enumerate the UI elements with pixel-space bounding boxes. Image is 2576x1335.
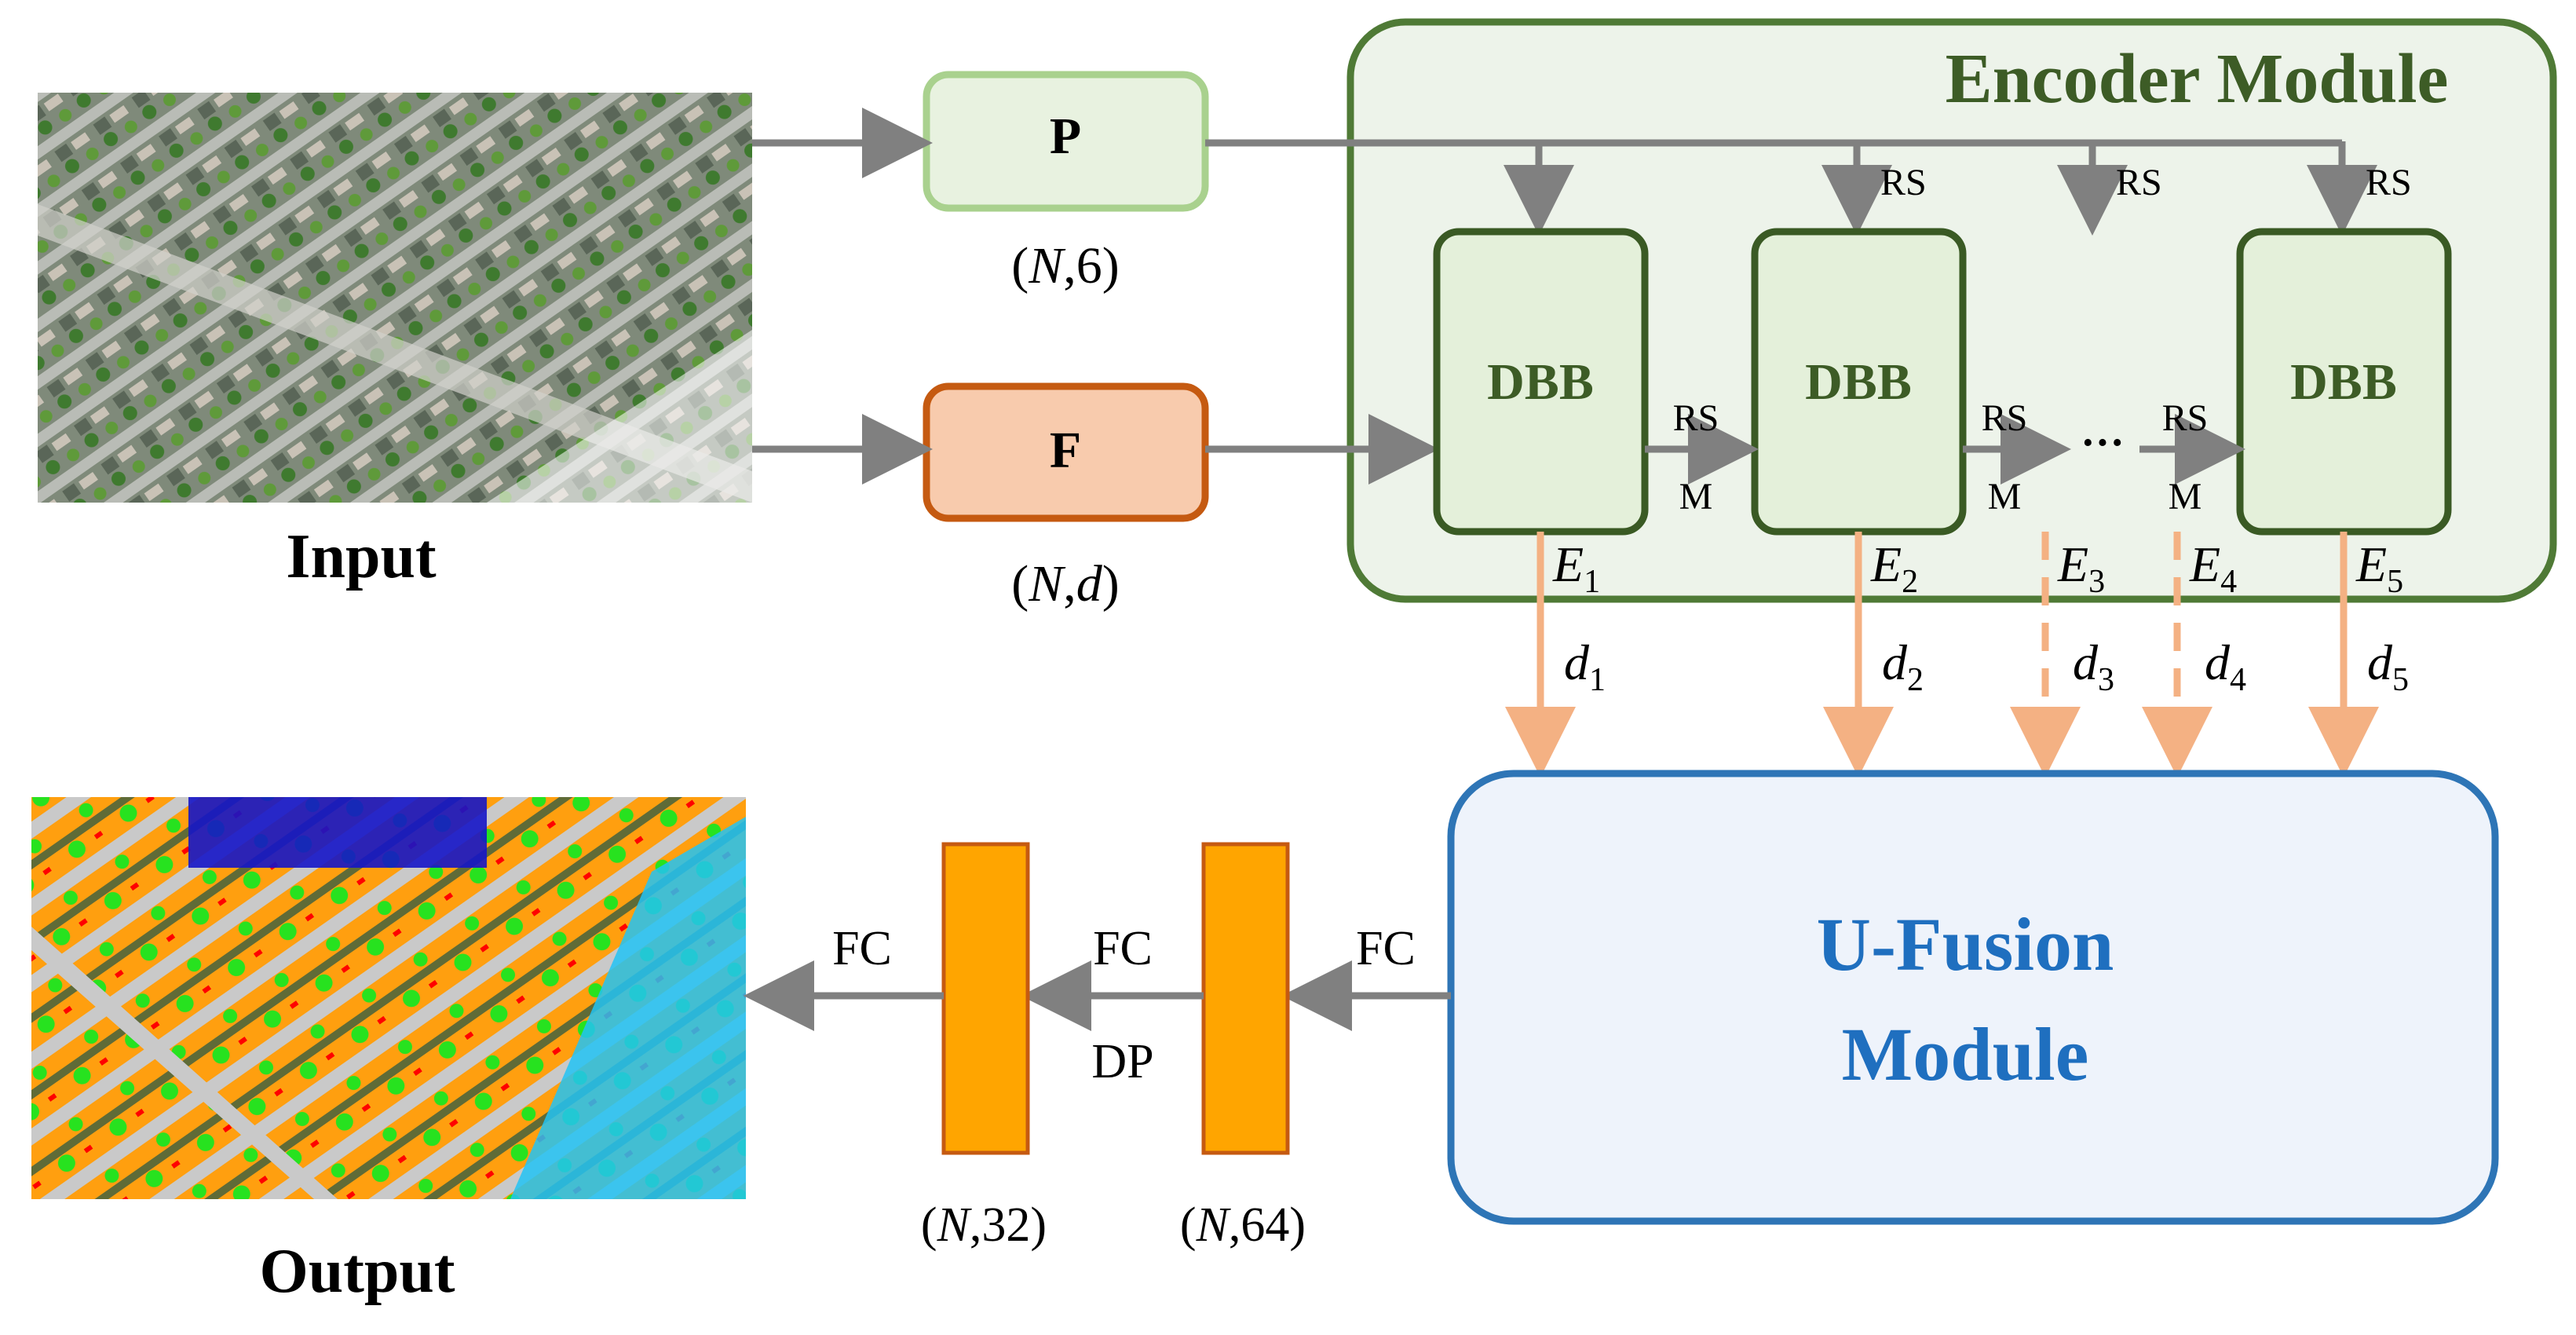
d3-label: d3 — [2073, 635, 2114, 698]
f-box-label: F — [1050, 422, 1081, 479]
d1-label: d1 — [1564, 635, 1606, 698]
fc-label-3: FC — [832, 922, 892, 975]
rs-label-mid-2: RS — [1982, 397, 2028, 439]
ufusion-title-line1: U-Fusion — [1817, 902, 2114, 986]
dp-label: DP — [1091, 1035, 1153, 1088]
input-image — [38, 93, 752, 503]
encoder-module-title: Encoder Module — [1946, 40, 2449, 118]
rs-label-mid-1: RS — [1673, 397, 1719, 439]
dbb-label-1: DBB — [1487, 353, 1594, 411]
m-label-1: M — [1679, 476, 1713, 518]
shape-32-label: (N,32) — [921, 1198, 1047, 1252]
d4-label: d4 — [2205, 635, 2246, 698]
e2-label: E2 — [1870, 536, 1918, 600]
encoder-ellipsis: ··· — [2081, 419, 2125, 467]
rs-label-top-dashed: RS — [2116, 162, 2162, 203]
fc-layer-32 — [941, 842, 1030, 1155]
d5-label: d5 — [2367, 635, 2409, 698]
dbb-label-2: DBB — [1805, 353, 1912, 411]
fc-layer-64 — [1201, 842, 1290, 1155]
rs-label-top-5: RS — [2366, 162, 2412, 203]
rs-label-mid-3: RS — [2162, 397, 2209, 439]
fc-label-2: FC — [1093, 922, 1153, 975]
p-box-label: P — [1050, 108, 1081, 165]
dbb-label-5: DBB — [2290, 353, 2397, 411]
output-label: Output — [260, 1237, 455, 1306]
e4-label: E4 — [2189, 536, 2237, 600]
ufusion-title-line2: Module — [1842, 1012, 2089, 1096]
m-label-3: M — [2169, 476, 2202, 518]
e3-label: E3 — [2057, 536, 2105, 600]
shape-64-label: (N,64) — [1180, 1198, 1306, 1252]
e1-label: E1 — [1552, 536, 1600, 600]
rs-label-top-2: RS — [1880, 162, 1927, 203]
p-shape-label: (N,6) — [1011, 237, 1120, 294]
input-label: Input — [286, 522, 437, 591]
e5-label: E5 — [2355, 536, 2403, 600]
m-label-2: M — [1988, 476, 2022, 518]
d2-label: d2 — [1882, 635, 1924, 698]
fc-label-1: FC — [1356, 922, 1416, 975]
f-shape-label: (N,d) — [1011, 555, 1120, 613]
ufusion-module-box — [1447, 770, 2499, 1225]
output-segmentation-image — [31, 797, 746, 1199]
